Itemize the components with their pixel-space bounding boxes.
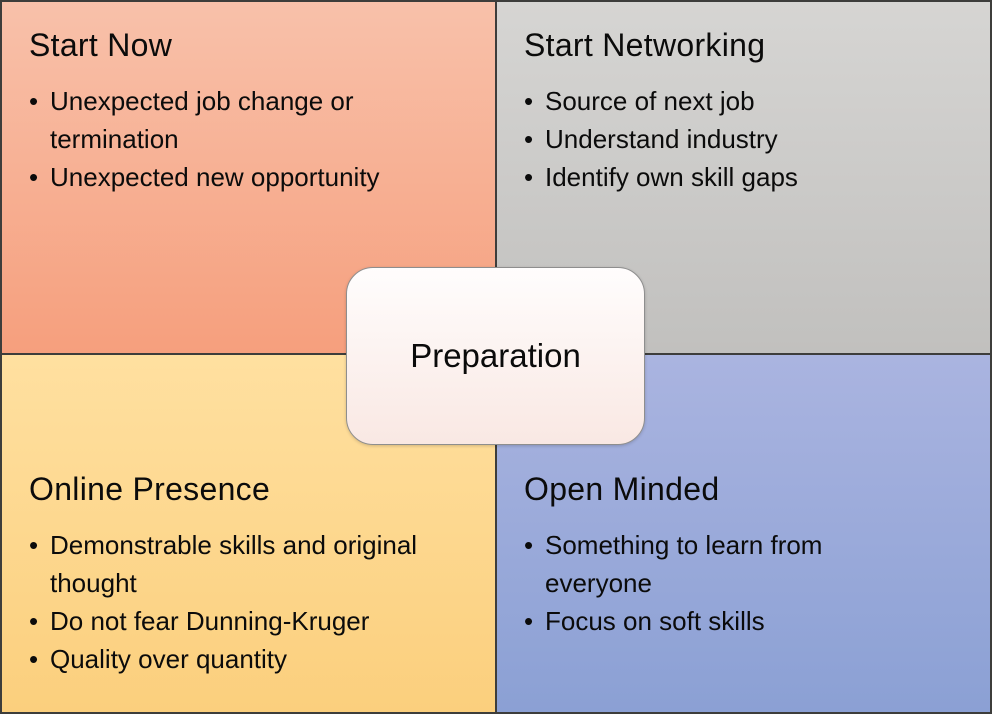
bullet-text: Focus on soft skills [545, 606, 765, 636]
bullet-item: • Identify own skill gaps [524, 158, 966, 196]
quadrant-title-online-presence: Online Presence [29, 471, 271, 507]
quadrant-title-start-networking: Start Networking [524, 27, 766, 63]
bullet-item: • Source of next job [524, 82, 966, 120]
bullet-item: • Understand industry [524, 120, 966, 158]
bullet-text: Understand industry [545, 124, 778, 154]
bullet-item: • Focus on soft skills [524, 602, 966, 640]
bullet-item: • Something to learn from everyone [524, 526, 966, 602]
bullet-item: • Do not fear Dunning-Kruger [29, 602, 471, 640]
bullet-item: • Quality over quantity [29, 640, 471, 678]
bullet-text: Demonstrable skills and original thought [50, 530, 418, 598]
bullet-list: • Demonstrable skills and original thoug… [29, 526, 471, 678]
bullet-marker-icon: • [524, 530, 534, 560]
quadrant-title-start-now: Start Now [29, 27, 173, 63]
bullet-marker-icon: • [29, 162, 39, 192]
quadrant-online-presence: Online Presence • Demonstrable skills an… [2, 355, 495, 712]
bullet-text: Identify own skill gaps [545, 162, 798, 192]
bullet-list: • Source of next job • Understand indust… [524, 82, 966, 196]
quadrant-title-open-minded: Open Minded [524, 471, 720, 507]
bullet-item: • Unexpected job change or termination [29, 82, 471, 158]
center-label: Preparation [410, 337, 581, 374]
bullet-marker-icon: • [524, 124, 534, 154]
bullet-list: • Something to learn from everyone • Foc… [524, 526, 966, 640]
bullet-item: • Demonstrable skills and original thoug… [29, 526, 471, 602]
bullet-text: Quality over quantity [50, 644, 288, 674]
bullet-item: • Unexpected new opportunity [29, 158, 471, 196]
bullet-marker-icon: • [524, 162, 534, 192]
bullet-marker-icon: • [524, 86, 534, 116]
bullet-marker-icon: • [29, 644, 39, 674]
preparation-center-box: Preparation [346, 267, 645, 445]
bullet-text: Something to learn from everyone [545, 530, 823, 598]
bullet-marker-icon: • [29, 606, 39, 636]
bullet-text: Source of next job [545, 86, 755, 116]
bullet-marker-icon: • [524, 606, 534, 636]
bullet-marker-icon: • [29, 86, 39, 116]
bullet-text: Do not fear Dunning-Kruger [50, 606, 370, 636]
bullet-text: Unexpected job change or termination [50, 86, 354, 154]
bullet-marker-icon: • [29, 530, 39, 560]
bullet-text: Unexpected new opportunity [50, 162, 380, 192]
bullet-list: • Unexpected job change or termination •… [29, 82, 471, 196]
quadrant-start-now: Start Now • Unexpected job change or ter… [2, 2, 495, 353]
